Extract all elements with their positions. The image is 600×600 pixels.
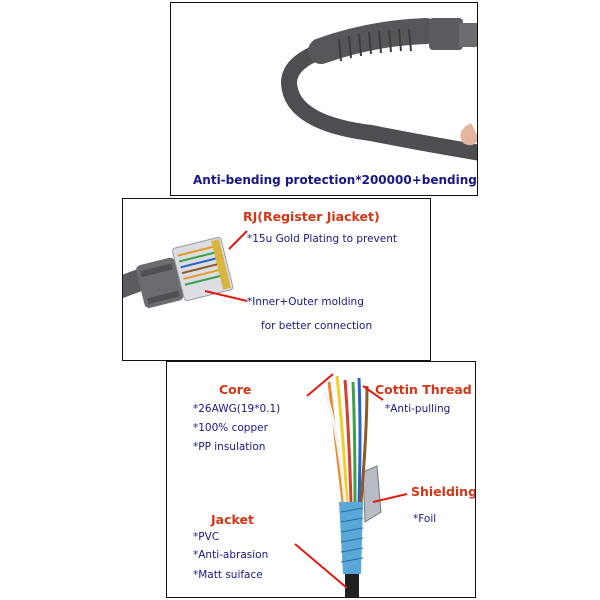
gold-plating-note: *15u Gold Plating to prevent bbox=[247, 233, 397, 245]
bend-caption: Anti-bending protection*200000+bending bbox=[193, 173, 477, 187]
bent-cable-illustration bbox=[280, 18, 477, 161]
rj-title: RJ(Register Jiacket) bbox=[243, 209, 380, 224]
thread-spec: *Anti-pulling bbox=[385, 403, 451, 415]
core-title: Core bbox=[219, 382, 252, 397]
rj-plug-illustration bbox=[123, 230, 248, 308]
jacket-spec-matt: *Matt suiface bbox=[193, 569, 263, 581]
thread-title: Cottin Thread bbox=[375, 382, 472, 397]
molding-note-cont: for better connection bbox=[261, 320, 373, 332]
core-spec-awg: *26AWG(19*0.1) bbox=[193, 403, 281, 415]
core-spec-copper: *100% copper bbox=[193, 422, 268, 434]
shield-spec: *Foil bbox=[413, 513, 437, 525]
molding-note: *Inner+Outer molding bbox=[247, 296, 364, 308]
shield-title: Shielding bbox=[411, 484, 476, 499]
plug-panel: RJ(Register Jiacket) *15u Gold Plating t… bbox=[122, 198, 431, 361]
jacket-spec-pvc: *PVC bbox=[193, 531, 220, 543]
jacket-spec-abrasion: *Anti-abrasion bbox=[193, 549, 269, 561]
core-spec-insulation: *PP insulation bbox=[193, 441, 266, 453]
cable-structure-panel: Core *26AWG(19*0.1) *100% copper *PP ins… bbox=[166, 361, 476, 598]
bend-panel: Anti-bending protection*200000+bending bbox=[170, 2, 478, 196]
jacket-title: Jacket bbox=[211, 512, 254, 527]
cable-structure-illustration bbox=[294, 373, 408, 597]
